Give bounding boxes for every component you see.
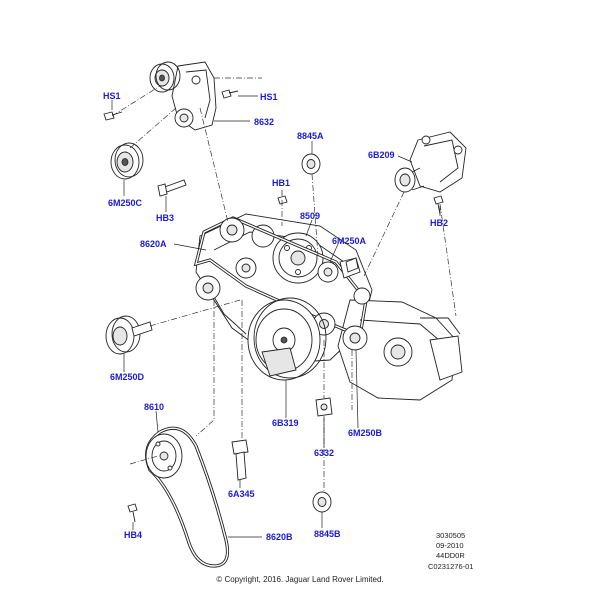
callout-6b319: 6B319 xyxy=(272,418,299,428)
crank-damper-6b319 xyxy=(247,297,327,381)
screw-hs1-left xyxy=(103,111,123,121)
callout-6m250c: 6M250C xyxy=(108,198,143,208)
bracket-6332 xyxy=(315,397,333,417)
callout-8620b: 8620B xyxy=(266,532,293,542)
callout-6m250b: 6M250B xyxy=(348,428,383,438)
callout-8509: 8509 xyxy=(300,211,321,221)
callout-6m250a: 6M250A xyxy=(332,236,367,246)
idler-8845b xyxy=(312,491,332,513)
callout-hb4: HB4 xyxy=(124,530,143,540)
pulley-8509 xyxy=(272,232,324,284)
bolt-hb4 xyxy=(127,503,138,523)
tensioner-pulley-top xyxy=(149,61,181,93)
callout-6332: 6332 xyxy=(314,448,335,458)
tensioner-bracket-8632 xyxy=(171,61,217,131)
screw-hs1-right xyxy=(221,89,239,99)
callout-6b209: 6B209 xyxy=(368,150,395,160)
callout-8632: 8632 xyxy=(254,117,275,127)
callout-8845b: 8845B xyxy=(314,529,341,539)
bolt-hb3 xyxy=(157,179,187,197)
bolt-6a345 xyxy=(231,439,249,481)
callout-hb2: HB2 xyxy=(430,218,449,228)
callout-8620a: 8620A xyxy=(140,239,167,249)
reference-line-4: C0231276-01 xyxy=(428,562,474,571)
idler-pulley-6m250d xyxy=(105,315,153,355)
callout-8845a: 8845A xyxy=(297,131,324,141)
callout-hb3: HB3 xyxy=(156,213,175,223)
copyright-notice: © Copyright, 2016. Jaguar Land Rover Lim… xyxy=(216,575,384,584)
reference-line-1: 3030505 xyxy=(436,531,466,540)
alternator-right xyxy=(337,299,463,401)
bolt-hb2 xyxy=(433,195,444,215)
callout-hs1-right: HS1 xyxy=(260,92,278,102)
callout-6m250d: 6M250D xyxy=(110,372,145,382)
callout-hb1: HB1 xyxy=(272,178,291,188)
leader-lines xyxy=(111,95,441,538)
water-pump-6b209 xyxy=(394,131,467,193)
tensioner-8610 xyxy=(145,433,183,479)
callout-6a345: 6A345 xyxy=(228,489,255,499)
alignment-lines xyxy=(111,77,457,492)
callout-hs1-left: HS1 xyxy=(103,91,121,101)
idler-pulley-6m250c xyxy=(110,142,144,180)
reference-line-2: 09-2010 xyxy=(436,541,464,550)
idler-pulley-6m250a-small xyxy=(345,257,359,273)
idler-8845a xyxy=(301,153,321,175)
bolt-hb1 xyxy=(277,195,288,205)
callout-8610: 8610 xyxy=(144,402,165,412)
reference-line-3: 44DD0R xyxy=(436,551,465,560)
